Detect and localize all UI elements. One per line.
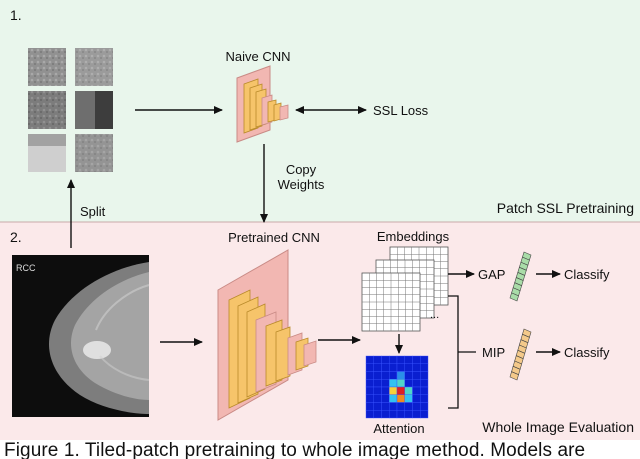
classify-label-2: Classify: [564, 345, 610, 360]
panel1-number: 1.: [10, 7, 22, 23]
attention-label: Attention: [373, 421, 424, 436]
panel2-number: 2.: [10, 229, 22, 245]
mammogram-view-marker: RCC: [16, 263, 36, 273]
split-label: Split: [80, 204, 106, 219]
whole-image-evaluation-label: Whole Image Evaluation: [482, 419, 634, 435]
copy-label: Copy: [286, 162, 317, 177]
gap-vector: [509, 251, 532, 302]
patch-ssl-pretraining-label: Patch SSL Pretraining: [497, 200, 634, 216]
ssl-loss-label: SSL Loss: [373, 103, 429, 118]
mip-vector: [509, 328, 532, 381]
mip-label: MIP: [482, 345, 505, 360]
embeddings-stack: [361, 246, 449, 332]
patch-tiles: [28, 48, 113, 172]
pretrained-cnn-icon: [217, 249, 317, 421]
mammogram-image: RCC: [12, 255, 150, 417]
embedding-grid: [361, 272, 421, 332]
naive-cnn-title: Naive CNN: [225, 49, 290, 64]
pretrained-cnn-title: Pretrained CNN: [228, 230, 320, 245]
figure-caption: Figure 1. Tiled-patch pretraining to who…: [4, 440, 586, 459]
naive-cnn-icon: [236, 65, 289, 143]
weights-label: Weights: [278, 177, 325, 192]
embeddings-label: Embeddings: [377, 229, 450, 244]
gap-label: GAP: [478, 267, 505, 282]
embeddings-ellipsis: ...: [430, 309, 439, 321]
attention-map: [365, 355, 429, 419]
classify-label-1: Classify: [564, 267, 610, 282]
